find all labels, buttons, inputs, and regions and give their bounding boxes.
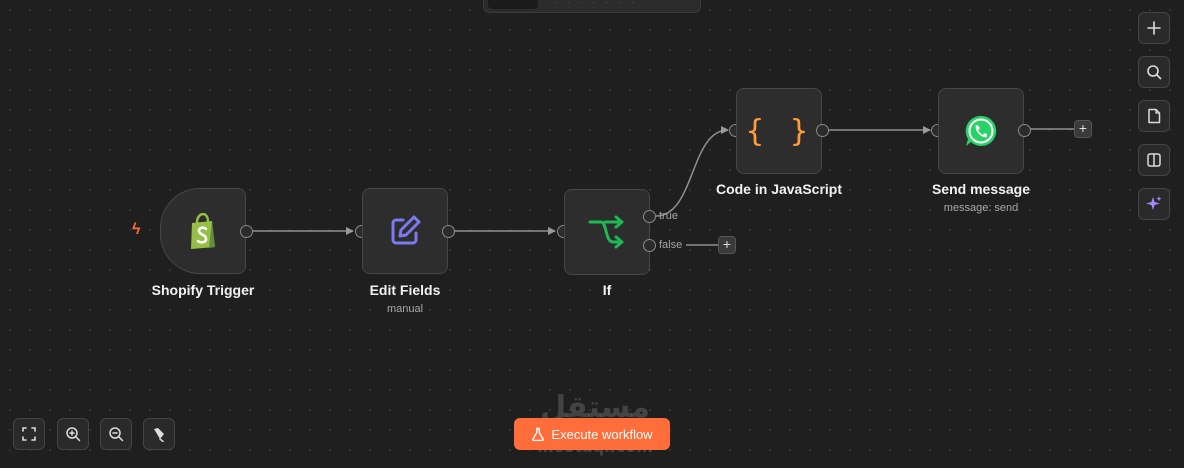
add-node-button[interactable] xyxy=(1138,12,1170,44)
output-handle[interactable] xyxy=(442,225,455,238)
node-edit-fields[interactable] xyxy=(362,188,448,274)
node-send-message[interactable] xyxy=(938,88,1024,174)
canvas-mode-switch[interactable]: · · · · · · · xyxy=(483,0,701,13)
node-subtitle: message: send xyxy=(943,202,1019,214)
output-handle[interactable] xyxy=(816,124,829,137)
execute-workflow-label: Execute workflow xyxy=(551,426,653,442)
output-handle[interactable] xyxy=(1018,124,1031,137)
add-sticky-note-button[interactable] xyxy=(1138,100,1170,132)
branch-label-true: true xyxy=(659,210,678,222)
node-title: Code in JavaScript xyxy=(715,181,843,197)
connection-if-true-code xyxy=(655,126,729,217)
branch-split-icon xyxy=(588,215,624,249)
execute-workflow-button[interactable]: Execute workflow xyxy=(514,418,670,450)
mode-segment-active[interactable] xyxy=(488,0,538,9)
node-title: If xyxy=(602,282,612,298)
search-nodes-button[interactable] xyxy=(1138,56,1170,88)
branch-label-false: false xyxy=(659,239,683,251)
curly-braces-icon: { } xyxy=(745,113,813,149)
fit-view-icon xyxy=(22,427,36,441)
output-handle-true[interactable] xyxy=(643,210,656,223)
zoom-in-button[interactable] xyxy=(57,418,89,450)
panel-toggle-icon xyxy=(1147,153,1161,167)
add-node-plus-icon[interactable]: + xyxy=(1074,120,1092,138)
zoom-out-icon xyxy=(109,427,124,442)
output-handle[interactable] xyxy=(240,225,253,238)
node-title: Send message xyxy=(931,181,1031,197)
ai-sparkle-icon xyxy=(1146,196,1162,210)
node-code-javascript[interactable]: { } xyxy=(736,88,822,174)
toggle-panel-button[interactable] xyxy=(1138,144,1170,176)
mode-segment-labels: · · · · · · · xyxy=(554,0,638,7)
shopify-icon xyxy=(191,213,215,249)
output-handle-false[interactable] xyxy=(643,239,656,252)
plus-icon xyxy=(1147,21,1161,35)
fit-view-button[interactable] xyxy=(13,418,45,450)
node-subtitle: manual xyxy=(386,303,424,315)
node-shopify-trigger[interactable] xyxy=(160,188,246,274)
flask-icon xyxy=(532,427,545,441)
zoom-out-button[interactable] xyxy=(100,418,132,450)
search-icon xyxy=(1147,65,1162,80)
whatsapp-icon xyxy=(965,115,997,146)
zoom-in-icon xyxy=(66,427,81,442)
trigger-bolt-icon: ϟ xyxy=(132,221,141,238)
node-title: Shopify Trigger xyxy=(151,282,255,298)
tidy-up-icon xyxy=(154,428,164,442)
ai-assistant-button[interactable] xyxy=(1138,188,1170,220)
tidy-up-button[interactable] xyxy=(143,418,175,450)
node-if[interactable] xyxy=(564,189,650,275)
pencil-edit-icon xyxy=(391,215,421,245)
add-node-plus-icon[interactable]: + xyxy=(718,236,736,254)
node-title: Edit Fields xyxy=(369,282,441,298)
sticky-note-icon xyxy=(1148,108,1161,124)
